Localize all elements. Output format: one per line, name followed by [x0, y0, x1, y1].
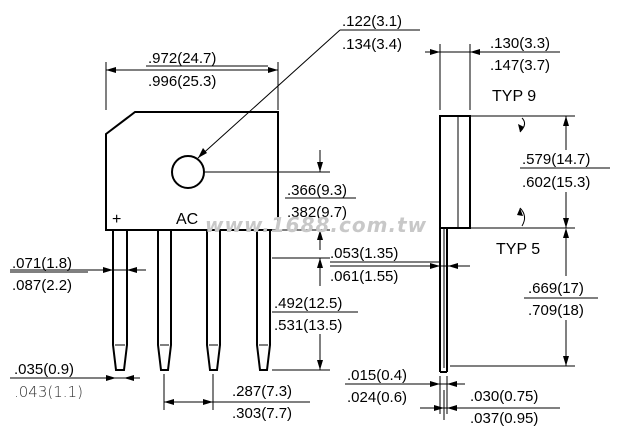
lead-spacing-max: .303(7.7): [232, 405, 292, 422]
lead-thickness-dimension: .015(0.4) .024(0.6): [345, 367, 465, 414]
lead-offset-dimension: .030(0.75) .037(0.95): [420, 388, 560, 427]
lead-2: [157, 230, 172, 371]
lead-spacing-dimension: .287(7.3) .303(7.7): [163, 374, 310, 422]
lead-length-dimension: .492(12.5) .531(13.5): [272, 257, 358, 371]
lead-length-min: .492(12.5): [274, 295, 342, 312]
lead-thickness-max: .024(0.6): [347, 389, 407, 406]
front-view: + AC .972(24.7) .996(25.3) .122(3.1) .13…: [10, 13, 470, 422]
lead-tip-max: .043(1.1): [14, 383, 83, 401]
lead-width-max: .087(2.2): [12, 277, 72, 294]
hole-offset-min: .366(9.3): [287, 182, 347, 199]
front-leads: [112, 230, 271, 371]
typ9-label: TYP 9: [492, 88, 536, 105]
side-lead-length-min: .669(17): [528, 280, 584, 297]
typ5-label: TYP 5: [496, 241, 540, 258]
lead-step-min: .053(1.35): [330, 245, 398, 262]
watermark: www.1688.com.tw: [205, 213, 427, 237]
width-max: .996(25.3): [148, 73, 216, 90]
lead-4: [256, 230, 271, 371]
lead-3: [206, 230, 221, 371]
side-body: [439, 115, 471, 229]
thickness-max: .147(3.7): [490, 57, 550, 74]
width-min: .972(24.7): [148, 50, 216, 67]
side-view: .130(3.3) .147(3.7) TYP 9 TYP 5 .579(14.…: [345, 35, 610, 427]
lead-width-dimension: .071(1.8) .087(2.2): [10, 255, 146, 294]
hole-diameter-callout: .122(3.1) .134(3.4): [197, 13, 420, 159]
hole-dia-min: .122(3.1): [342, 13, 402, 30]
body-height-max: .602(15.3): [522, 174, 590, 191]
hole-offset-dimension: .366(9.3) .382(9.7): [205, 150, 356, 250]
side-lead: [439, 228, 448, 373]
thickness-dimension: .130(3.3) .147(3.7): [425, 35, 560, 110]
lead-tip-min: .035(0.9): [14, 361, 74, 378]
body-height-dimension: .579(14.7) .602(15.3): [470, 115, 610, 229]
lead-tip-dimension: .035(0.9) .043(1.1): [10, 361, 140, 401]
lead-offset-min: .030(0.75): [470, 388, 538, 405]
front-body: [105, 111, 279, 231]
ac-marking: AC: [176, 211, 198, 228]
lead-step-max: .061(1.55): [330, 268, 398, 285]
thickness-min: .130(3.3): [490, 35, 550, 52]
lead-spacing-min: .287(7.3): [232, 383, 292, 400]
plus-marking: +: [112, 211, 121, 228]
hole-dia-max: .134(3.4): [342, 36, 402, 53]
width-dimension: .972(24.7) .996(25.3): [105, 50, 279, 110]
side-lead-length-max: .709(18): [528, 302, 584, 319]
side-lead-length-dimension: .669(17) .709(18): [450, 227, 598, 367]
lead-thickness-min: .015(0.4): [347, 367, 407, 384]
lead-width-min: .071(1.8): [12, 255, 72, 272]
lead-length-max: .531(13.5): [274, 317, 342, 334]
lead-1: [112, 230, 128, 371]
hole-offset-max: .382(9.7): [287, 204, 347, 221]
mounting-hole: [171, 155, 205, 189]
lead-step-dimension: .053(1.35) .061(1.55): [330, 245, 470, 285]
body-height-min: .579(14.7): [522, 151, 590, 168]
lead-offset-max: .037(0.95): [470, 410, 538, 427]
